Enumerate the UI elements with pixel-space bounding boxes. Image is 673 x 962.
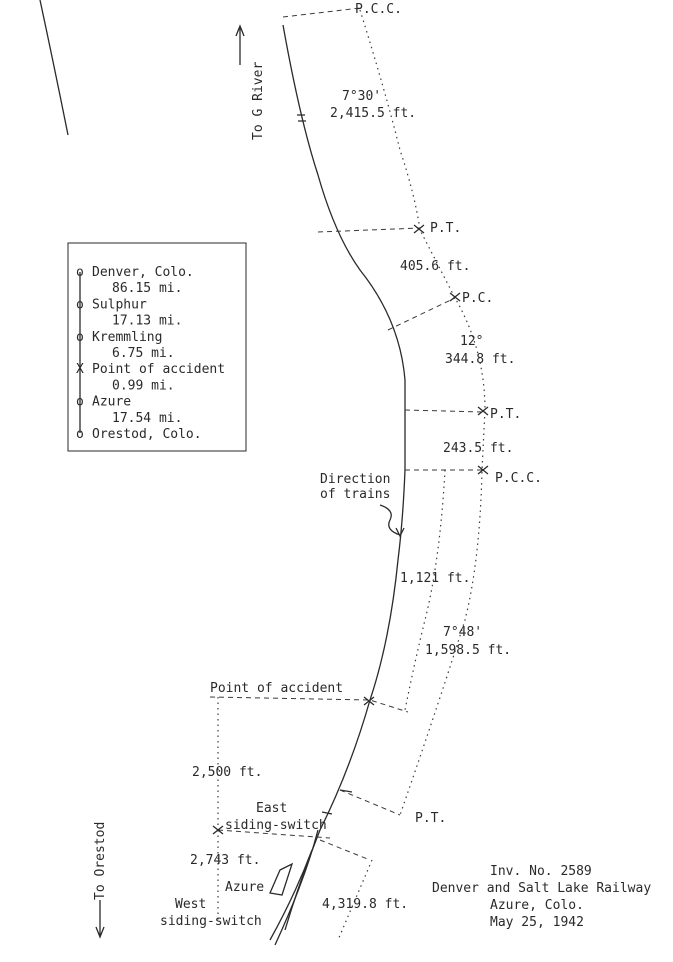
accident-label: Point of accident — [210, 681, 343, 696]
legend-marker: o — [76, 427, 84, 442]
legend-entry: 0.99 mi. — [112, 378, 175, 393]
dimension-line — [317, 227, 421, 233]
legend-marker: o — [76, 395, 84, 410]
dist-4319: 4,319.8 ft. — [322, 897, 408, 912]
offset-curve-inner — [404, 469, 446, 711]
direction-arrow-icon — [379, 504, 405, 538]
curve2-degree: 12° — [460, 334, 483, 349]
legend-entry: Kremmling — [92, 330, 162, 345]
dimension-line — [217, 829, 331, 839]
offset-curve — [359, 9, 486, 816]
tangent2-length: 243.5 ft. — [443, 441, 513, 456]
tangent3-length: 1,121 ft. — [400, 571, 470, 586]
caption-railway: Denver and Salt Lake Railway — [432, 881, 651, 896]
direction-line1: Direction — [320, 472, 390, 487]
legend-entry: 17.54 mi. — [112, 411, 182, 426]
legend-marker: o — [76, 265, 84, 280]
legend-entry: 6.75 mi. — [112, 346, 175, 361]
curve2-length: 344.8 ft. — [445, 352, 515, 367]
to-orestod-label: To Orestod — [93, 822, 108, 900]
curve3-length: 1,598.5 ft. — [425, 643, 511, 658]
caption-date: May 25, 1942 — [490, 915, 584, 930]
caption-place: Azure, Colo. — [490, 898, 584, 913]
east-switch-line2: siding-switch — [225, 818, 327, 833]
pt3-label: P.T. — [415, 811, 446, 826]
siding-track — [274, 829, 319, 946]
legend-entry: Sulphur — [92, 297, 147, 312]
dist-2500: 2,500 ft. — [192, 765, 262, 780]
dimension-line — [282, 7, 361, 18]
margin-line — [39, 0, 69, 136]
caption-inv: Inv. No. 2589 — [490, 864, 592, 879]
east-switch-line1: East — [256, 801, 287, 816]
station-label: Azure — [225, 880, 264, 895]
direction-line2: of trains — [320, 487, 390, 502]
station-icon — [269, 862, 294, 896]
dist-2743: 2,743 ft. — [190, 853, 260, 868]
legend-entry: Orestod, Colo. — [92, 427, 202, 442]
pcc-label: P.C.C. — [495, 471, 542, 486]
legend-box — [67, 242, 247, 452]
dimension-line — [209, 696, 409, 713]
dimension-line — [319, 839, 371, 861]
main-track — [282, 24, 406, 931]
point-markers — [212, 224, 489, 835]
curve1-degree: 7°30' — [342, 89, 381, 104]
pt2-label: P.T. — [490, 407, 521, 422]
legend-entry: 86.15 mi. — [112, 281, 182, 296]
to-river-label: To G River — [251, 62, 266, 140]
legend-marker: X — [76, 362, 84, 377]
pc-label: P.C. — [462, 291, 493, 306]
dimension-line — [337, 859, 373, 941]
dimension-line — [339, 789, 401, 816]
legend-entry: Azure — [92, 395, 131, 410]
siding-track-2 — [269, 849, 313, 941]
west-switch-line2: siding-switch — [160, 914, 262, 929]
top-pcc-label: P.C.C. — [355, 2, 402, 17]
legend-entry: Denver, Colo. — [92, 265, 194, 280]
dimension-line — [387, 297, 456, 331]
legend-entry: Point of accident — [92, 362, 225, 377]
curve3-degree: 7°48' — [443, 625, 482, 640]
tangent1-length: 405.6 ft. — [400, 259, 470, 274]
track-tick — [297, 114, 306, 122]
dimension-line — [404, 409, 485, 413]
track-tick — [321, 811, 333, 815]
legend-marker: o — [76, 330, 84, 345]
curve1-length: 2,415.5 ft. — [330, 106, 416, 121]
arrow-down-icon — [95, 900, 105, 939]
west-switch-line1: West — [175, 897, 206, 912]
legend-marker: o — [76, 297, 84, 312]
legend-entry: 17.13 mi. — [112, 314, 182, 329]
arrow-up-icon — [235, 24, 245, 65]
pt1-label: P.T. — [430, 221, 461, 236]
